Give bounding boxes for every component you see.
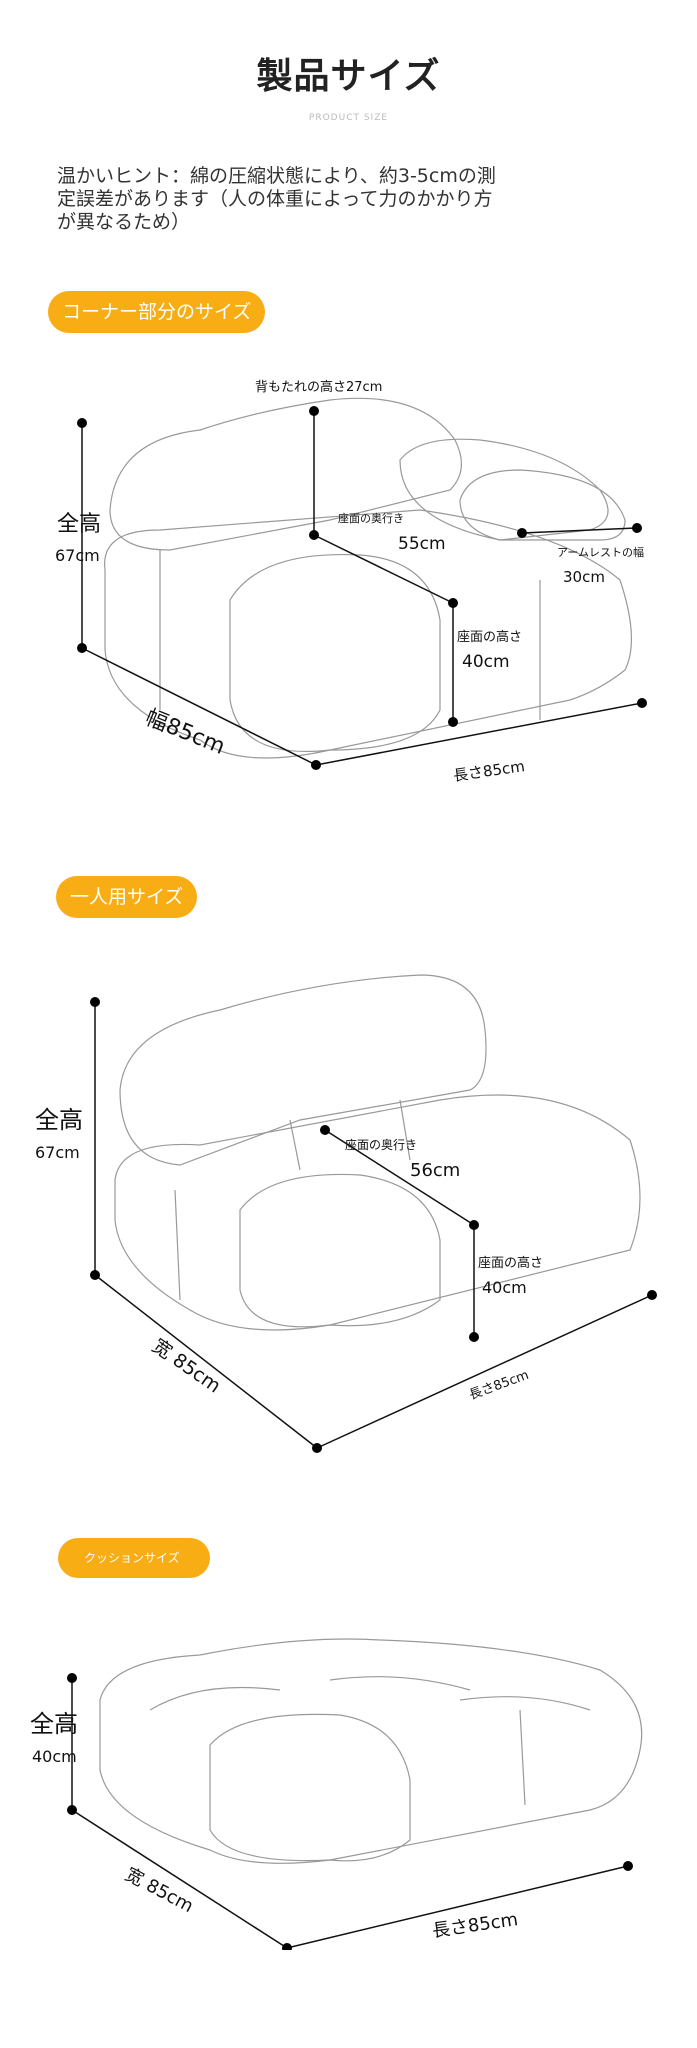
cushion-drawing: [67, 1638, 643, 1950]
seat-height-label: 座面の高さ: [457, 630, 523, 645]
total-height-label-3: 全高: [30, 1710, 78, 1738]
seat-height-label-2: 座面の高さ: [478, 1256, 544, 1271]
total-height-label: 全高: [57, 512, 102, 537]
page-title: 製品サイズ: [256, 56, 441, 97]
single-sofa-drawing: [90, 974, 657, 1453]
back-height-label: 背もたれの高さ27cm: [255, 380, 383, 395]
page-subtitle: PRODUCT SIZE: [308, 113, 389, 123]
corner-sofa-drawing: [77, 397, 647, 770]
total-height-value-2: 67cm: [35, 1143, 80, 1162]
seat-height-value-2: 40cm: [482, 1278, 527, 1297]
seat-depth-value-2: 56cm: [410, 1160, 461, 1181]
total-height-value: 67cm: [55, 546, 100, 565]
seat-height-value: 40cm: [462, 652, 510, 672]
section-label-single: 一人用サイズ: [56, 876, 198, 918]
seat-depth-value: 55cm: [398, 534, 446, 554]
section-label-cushion: クッションサイズ: [58, 1538, 210, 1578]
armrest-value: 30cm: [563, 568, 605, 586]
total-height-value-3: 40cm: [32, 1747, 77, 1766]
section-label-corner: コーナー部分のサイズ: [48, 291, 266, 333]
measurement-hint: 温かいヒント：綿の圧縮状態により、約3-5cmの測定誤差があります（人の体重によ…: [57, 165, 496, 233]
seat-depth-label-2: 座面の奥行き: [345, 1138, 418, 1152]
seat-depth-label: 座面の奥行き: [338, 512, 404, 525]
total-height-label-2: 全高: [35, 1106, 83, 1134]
armrest-label: アームレストの幅: [557, 546, 645, 559]
